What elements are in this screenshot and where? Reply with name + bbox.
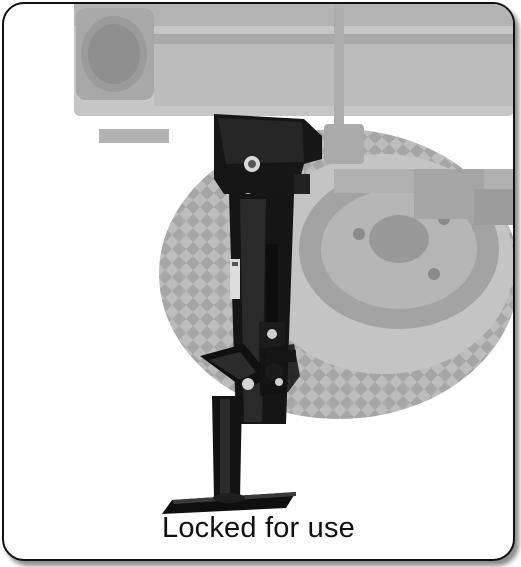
trailer-jack-illustration xyxy=(74,4,513,514)
caption-text: Locked for use xyxy=(161,512,356,544)
jack-graphic xyxy=(162,114,322,514)
tail-light-graphic xyxy=(76,8,154,100)
figure-frame: Locked for use xyxy=(2,2,515,561)
vehicle-frame-graphic xyxy=(74,4,513,143)
axle-graphic xyxy=(324,124,513,225)
